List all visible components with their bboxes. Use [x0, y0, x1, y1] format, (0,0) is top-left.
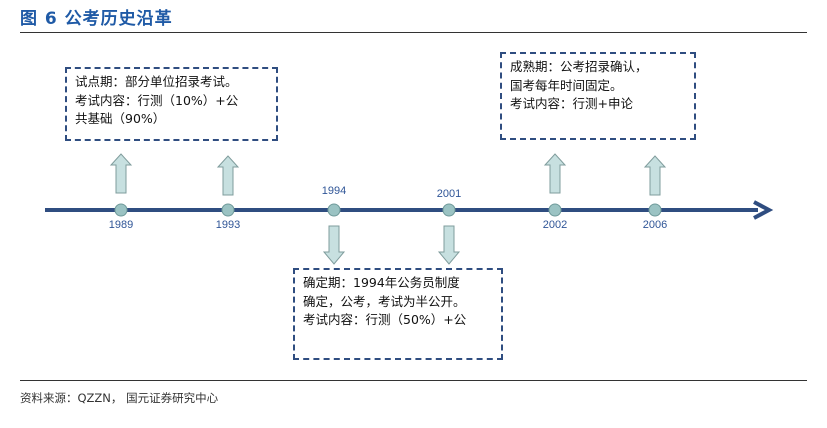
callout-established-period: 确定期：1994年公务员制度 确定，公考，考试为半公开。 考试内容：行测（50%…: [293, 268, 503, 360]
down-arrow-2001: [437, 225, 461, 265]
year-label-1993: 1993: [215, 219, 241, 231]
timeline-arrowhead: [753, 200, 774, 220]
up-arrow-1989: [109, 153, 133, 194]
up-arrow-2006: [643, 155, 667, 196]
year-label-2002: 2002: [542, 219, 568, 231]
source-note: 资料来源：QZZN， 国元证券研究中心: [20, 391, 219, 405]
up-arrow-1993: [216, 155, 240, 196]
node-2002: [548, 203, 562, 217]
year-label-2001: 2001: [436, 188, 462, 200]
bottom-rule: [20, 380, 807, 381]
node-2006: [648, 203, 662, 217]
node-1989: [114, 203, 128, 217]
node-1994: [327, 203, 341, 217]
callout-pilot-period: 试点期：部分单位招录考试。 考试内容：行测（10%）+公 共基础（90%）: [65, 67, 278, 141]
year-label-2006: 2006: [642, 219, 668, 231]
top-rule: [20, 32, 807, 33]
callout-mature-period: 成熟期：公考招录确认， 国考每年时间固定。 考试内容：行测+申论: [500, 52, 696, 140]
year-label-1994: 1994: [321, 185, 347, 197]
year-label-1989: 1989: [108, 219, 134, 231]
up-arrow-2002: [543, 153, 567, 194]
figure-title: 图 6 公考历史沿革: [20, 9, 173, 29]
node-2001: [442, 203, 456, 217]
node-1993: [221, 203, 235, 217]
down-arrow-1994: [322, 225, 346, 265]
